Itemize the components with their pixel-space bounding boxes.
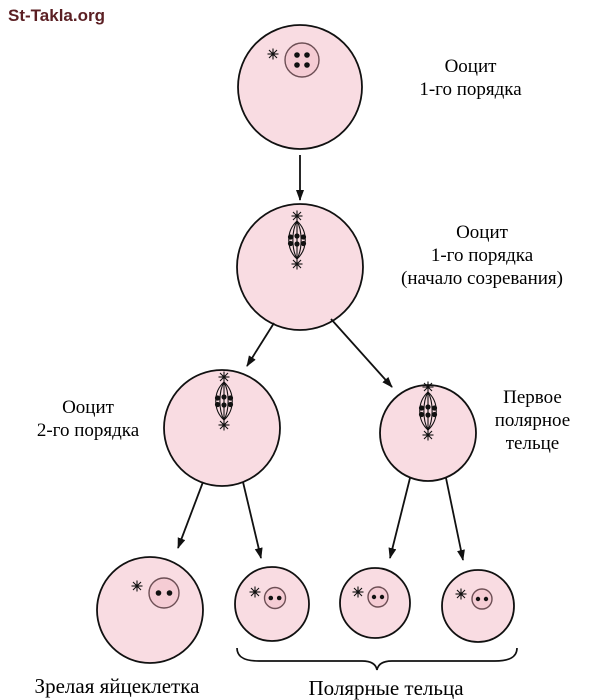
nucleus [148, 577, 180, 609]
polar-body-cell [234, 566, 310, 642]
label-line: (начало созревания) [401, 268, 563, 289]
nucleus [263, 586, 287, 610]
centriole-icon [130, 579, 144, 593]
polar-body-cell [339, 567, 411, 639]
primary-oocyte-cell [237, 24, 363, 150]
nucleus [367, 586, 389, 608]
nucleus [284, 42, 320, 78]
centriole-icon [248, 585, 262, 599]
label-line: 1-го порядка [419, 79, 522, 100]
arrow-down-right [242, 481, 263, 559]
label-first-polar-body: Первое полярное тельце [465, 386, 600, 455]
arrow-down-left [177, 481, 204, 549]
label-line: Ооцит [444, 56, 497, 77]
label-line: 2-го порядка [36, 420, 140, 441]
label-line: Первое [503, 387, 562, 408]
secondary-oocyte-cell [163, 369, 281, 487]
label-polar-bodies: Полярные тельца [308, 676, 464, 700]
arrow-down-left [246, 322, 275, 367]
arrow-down-right [445, 477, 465, 561]
label-maturing-oocyte: Ооцит 1-го порядка (начало созревания) [371, 221, 593, 290]
centriole-icon [454, 587, 468, 601]
centriole-icon [351, 585, 365, 599]
watermark: St-Takla.org [8, 6, 105, 25]
label-line: Ооцит [456, 222, 508, 243]
first-polar-body-cell [379, 382, 477, 482]
label-line: 1-го порядка [430, 245, 534, 266]
label-line: полярное [494, 410, 571, 431]
arrow-down-right [330, 318, 393, 388]
polar-body-cell [441, 569, 515, 643]
maturing-oocyte-cell [236, 203, 364, 331]
centriole-icon [266, 47, 280, 61]
arrow-down-left [388, 477, 411, 559]
mature-egg-cell [96, 556, 204, 664]
brace [236, 647, 518, 671]
label-secondary-oocyte: Ооцит 2-го порядка [0, 396, 176, 442]
nucleus [471, 588, 493, 610]
label-primary-oocyte: Ооцит 1-го порядка [378, 55, 563, 101]
label-line: Ооцит [62, 397, 114, 418]
label-mature-egg: Зрелая яйцеклетка [34, 674, 200, 698]
label-line: тельце [505, 433, 560, 454]
